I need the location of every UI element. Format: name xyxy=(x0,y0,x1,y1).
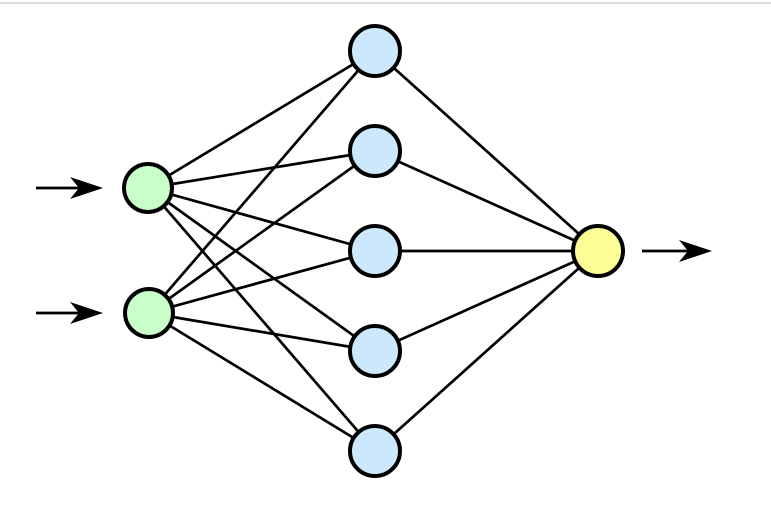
input-arrow-2-arrowhead-icon xyxy=(70,302,103,324)
input-arrow-1-arrowhead-icon xyxy=(70,177,103,199)
edge-input-1-hidden-5 xyxy=(146,187,377,452)
edge-hidden-4-output-1 xyxy=(374,249,599,353)
output-1-node xyxy=(571,224,625,278)
edge-input-1-hidden-4 xyxy=(147,186,376,353)
edge-input-2-hidden-2 xyxy=(148,149,376,315)
hidden-1-node xyxy=(348,24,402,78)
edge-input-1-hidden-2 xyxy=(147,149,376,190)
input-2-node xyxy=(123,287,175,339)
hidden-4-node xyxy=(348,324,402,378)
hidden-3-node xyxy=(348,224,402,278)
edge-input-2-hidden-4 xyxy=(148,311,376,353)
edge-input-2-hidden-1 xyxy=(147,50,377,314)
input-1-node xyxy=(122,162,174,214)
edge-input-2-hidden-3 xyxy=(148,249,376,315)
edge-input-1-hidden-1 xyxy=(147,49,376,190)
edge-hidden-2-output-1 xyxy=(374,149,599,253)
hidden-2-node xyxy=(348,124,402,178)
output-arrow-arrowhead-icon xyxy=(679,240,712,262)
edge-hidden-5-output-1 xyxy=(374,249,599,453)
hidden-5-node xyxy=(348,424,402,478)
edge-input-2-hidden-5 xyxy=(148,311,376,453)
edge-hidden-1-output-1 xyxy=(374,49,599,253)
edge-input-1-hidden-3 xyxy=(147,186,376,253)
